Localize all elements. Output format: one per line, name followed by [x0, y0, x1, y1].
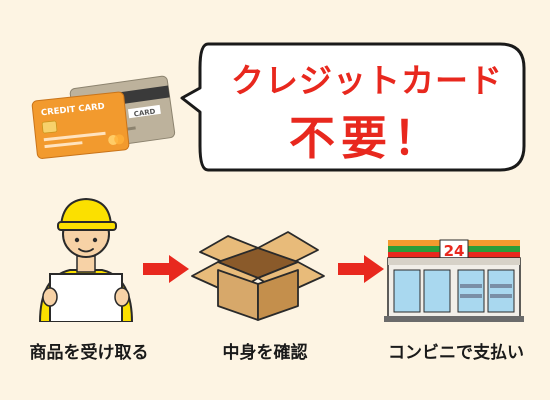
speech-bubble: クレジットカード 不要！	[178, 40, 528, 174]
bubble-headline: クレジットカード	[229, 59, 504, 102]
step-label-check: 中身を確認	[222, 343, 308, 363]
delivery-person-icon	[38, 197, 134, 322]
arrow-right-icon	[338, 255, 384, 283]
open-box-icon	[191, 231, 325, 321]
step-label-pay: コンビニで支払い	[388, 343, 524, 363]
store-sign-number: 24	[444, 242, 465, 260]
bubble-emphasis: 不要！	[287, 109, 445, 167]
credit-cards-illustration: CARD CREDIT CARD	[31, 75, 176, 159]
arrow-right-icon	[143, 255, 189, 283]
step-label-receive: 商品を受け取る	[29, 343, 149, 363]
convenience-store-icon: 24	[384, 239, 524, 322]
back-card-text: CARD	[133, 108, 156, 119]
